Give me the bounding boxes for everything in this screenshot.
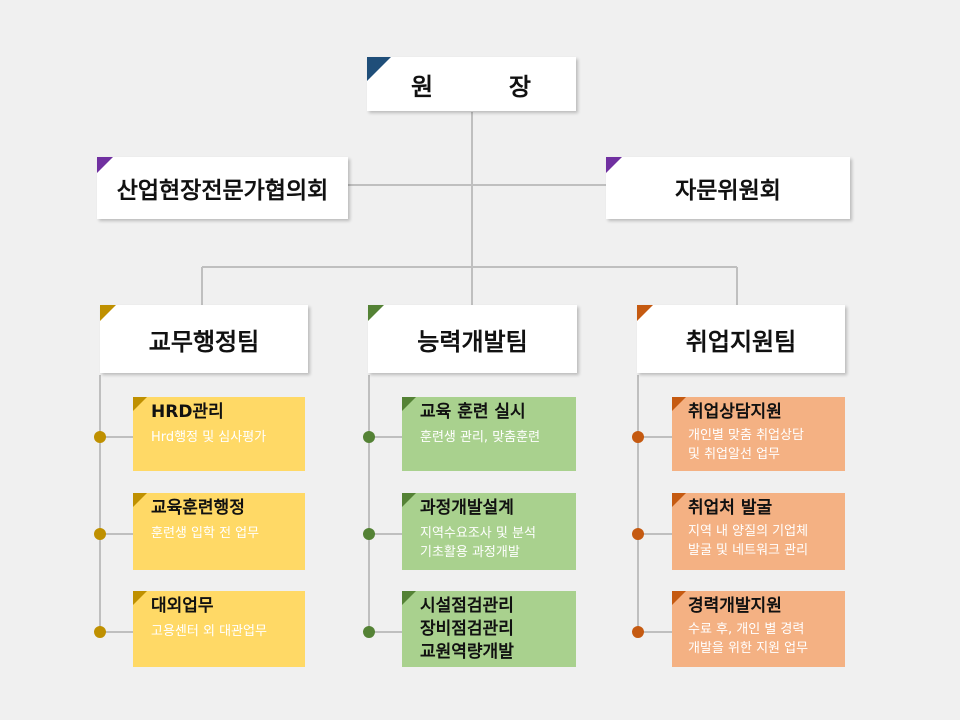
advisory-committee-box: 자문위원회	[606, 157, 850, 219]
corner-marker	[133, 493, 147, 507]
chief-label: 원 장	[410, 72, 532, 101]
team-name: 취업지원팀	[685, 327, 797, 356]
card-description: Hrd행정 및 심사평가	[151, 430, 267, 445]
card-title: 대외업무	[151, 596, 214, 616]
card-title: 교육훈련행정	[151, 498, 245, 518]
corner-marker	[606, 157, 622, 173]
industry-expert-council-box: 산업현장전문가협의회	[97, 157, 348, 219]
connector-dot	[94, 626, 106, 638]
team-box-development: 능력개발팀	[368, 305, 577, 373]
card-description-line: 기초활용 과정개발	[420, 545, 520, 560]
card-training-delivery: 교육 훈련 실시 훈련생 관리, 맞춤훈련	[402, 397, 576, 471]
card-description: 개인별 맞춤 취업상담 및 취업알선 업무	[688, 426, 845, 464]
connector-dot	[632, 431, 644, 443]
card-employer-discovery: 취업처 발굴 지역 내 양질의 기업체 발굴 및 네트워크 관리	[672, 493, 845, 570]
industry-expert-council-label: 산업현장전문가협의회	[116, 178, 329, 204]
connector-dot	[94, 528, 106, 540]
corner-marker	[97, 157, 113, 173]
card-facility-management: 시설점검관리 장비점검관리 교원역량개발	[402, 591, 576, 667]
team-box-employment: 취업지원팀	[637, 305, 845, 373]
card-title: 취업처 발굴	[688, 498, 773, 518]
card-title: 시설점검관리 장비점검관리 교원역량개발	[420, 596, 514, 662]
connector-dot	[632, 528, 644, 540]
card-career-counseling: 취업상담지원 개인별 맞춤 취업상담 및 취업알선 업무	[672, 397, 845, 471]
card-title: 교육 훈련 실시	[420, 402, 526, 422]
card-title: HRD관리	[151, 402, 224, 422]
corner-marker	[133, 591, 147, 605]
card-course-design: 과정개발설계 지역수요조사 및 분석 기초활용 과정개발	[402, 493, 576, 570]
corner-marker	[368, 305, 384, 321]
corner-marker	[672, 591, 686, 605]
corner-marker	[402, 397, 416, 411]
team-name: 교무행정팀	[148, 327, 260, 356]
card-description: 훈련생 입학 전 업무	[151, 526, 260, 541]
card-description-line: 발굴 및 네트워크 관리	[688, 543, 809, 558]
card-title: 경력개발지원	[688, 596, 782, 616]
card-description: 지역수요조사 및 분석 기초활용 과정개발	[420, 524, 576, 562]
card-career-development: 경력개발지원 수료 후, 개인 별 경력 개발을 위한 지원 업무	[672, 591, 845, 667]
corner-marker	[402, 493, 416, 507]
card-title: 취업상담지원	[688, 402, 782, 422]
corner-marker	[402, 591, 416, 605]
connector-dot	[363, 626, 375, 638]
card-description-line: 개인별 맞춤 취업상담	[688, 428, 804, 443]
card-description-line: 지역 내 양질의 기업체	[688, 524, 809, 539]
card-description-line: 지역수요조사 및 분석	[420, 526, 536, 541]
card-description-line: 개발을 위한 지원 업무	[688, 641, 809, 656]
chief-box: 원 장	[367, 57, 576, 111]
corner-marker	[133, 397, 147, 411]
corner-marker	[672, 493, 686, 507]
corner-marker	[100, 305, 116, 321]
corner-marker	[367, 57, 391, 81]
connector-dot	[632, 626, 644, 638]
corner-marker	[637, 305, 653, 321]
card-external-affairs: 대외업무 고용센터 외 대관업무	[133, 591, 305, 667]
card-description: 고용센터 외 대관업무	[151, 624, 267, 639]
corner-marker	[672, 397, 686, 411]
team-box-admin: 교무행정팀	[100, 305, 308, 373]
card-description-line: 및 취업알선 업무	[688, 447, 780, 462]
card-training-admin: 교육훈련행정 훈련생 입학 전 업무	[133, 493, 305, 570]
card-description: 수료 후, 개인 별 경력 개발을 위한 지원 업무	[688, 620, 845, 658]
connector-dot	[94, 431, 106, 443]
card-title: 과정개발설계	[420, 498, 514, 518]
card-description: 지역 내 양질의 기업체 발굴 및 네트워크 관리	[688, 522, 845, 560]
card-description: 훈련생 관리, 맞춤훈련	[420, 430, 541, 445]
card-description-line: 수료 후, 개인 별 경력	[688, 622, 805, 637]
advisory-committee-label: 자문위원회	[675, 178, 781, 204]
team-name: 능력개발팀	[417, 327, 528, 356]
connector-dot	[363, 528, 375, 540]
connector-dot	[363, 431, 375, 443]
card-hrd-management: HRD관리 Hrd행정 및 심사평가	[133, 397, 305, 471]
